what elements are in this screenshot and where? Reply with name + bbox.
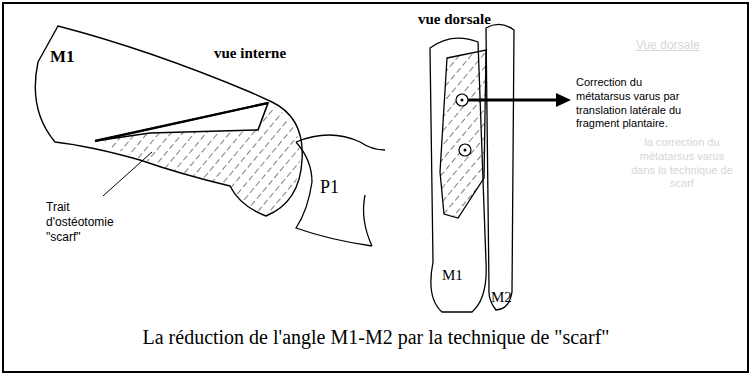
metatarsal-1-outline [430,38,486,312]
screw [459,144,471,156]
callout-label: Trait d'ostéotomie "scarf" [46,200,138,245]
watermark: la correction du métatarsus varus dans l… [628,136,736,191]
phalanx-outline [296,135,385,246]
osteotomy-line [95,103,268,141]
part-name: P1 [320,176,339,199]
screw [464,149,467,152]
arrow-head [556,93,571,107]
translation-arrow [468,99,558,102]
part-name: M2 [491,288,512,307]
figure-caption: La réduction de l'angle M1-M2 par la tec… [0,326,752,349]
frame-border [3,3,748,372]
hatched-fragment [95,103,300,214]
screw [456,94,468,106]
leader-line [103,152,152,196]
metatarsal-outline [35,26,302,216]
note-text: Correction du métatarsus varus par trans… [576,76,696,131]
metatarsal-2-outline [486,24,514,310]
screw [461,99,464,102]
view-label: vue dorsale [418,10,491,29]
shifted-fragment [440,50,486,218]
osteotomy-cut [95,103,268,141]
part-name: M1 [50,46,75,67]
view-label: vue interne [214,44,286,63]
part-name: M1 [442,266,463,285]
watermark: Vue dorsale [636,38,700,53]
